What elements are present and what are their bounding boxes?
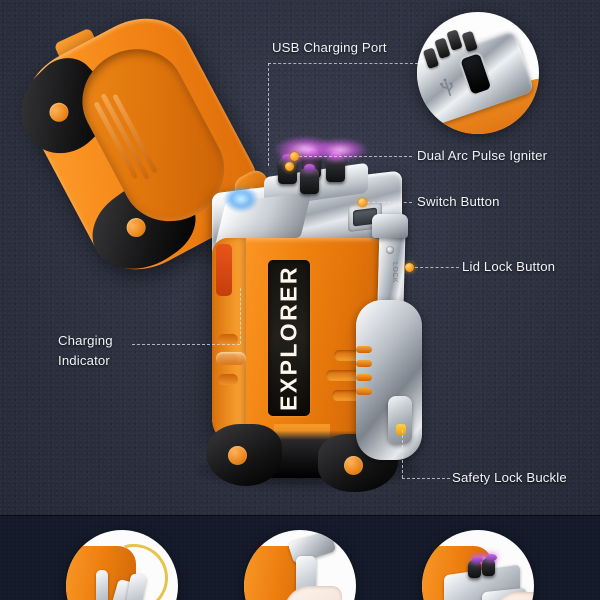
inset-chrome-top [417, 28, 535, 130]
marker-lid-lock-button [405, 263, 414, 272]
lid-lock-cap [372, 214, 408, 238]
leader-lid-lock-button [415, 267, 459, 268]
strip3-electrode-1 [468, 556, 483, 578]
strip3-electrode-2 [482, 554, 497, 576]
charging-indicator-line-2: Indicator [58, 353, 110, 369]
leader-igniter [299, 156, 412, 157]
callout-label-safety-lock-buckle: Safety Lock Buckle [452, 470, 567, 485]
strip-circle-lid-lock-press [244, 530, 356, 600]
inset-pin-3 [446, 29, 463, 51]
usb-trident-icon [433, 73, 462, 103]
grip-ridge-2 [356, 360, 372, 367]
grip-ridge-1 [356, 346, 372, 353]
base-stud-right [344, 456, 363, 475]
grip-ridge-3 [356, 374, 372, 381]
callout-label-lid-lock-button: Lid Lock Button [462, 259, 556, 274]
leader-switch-button [367, 202, 412, 203]
body-groove-left-3 [218, 374, 238, 385]
strip2-hand-icon [284, 586, 342, 600]
plasma-arc-right [312, 138, 368, 162]
callout-label-switch-button: Switch Button [417, 194, 500, 209]
chrome-igniter-head [212, 136, 402, 264]
red-accent-stripe [216, 244, 232, 296]
inset-pin-4 [461, 30, 478, 53]
leader-usb-vertical [268, 63, 269, 166]
leader-usb-horizontal [268, 63, 418, 64]
charging-indicator-line-1: Charging [58, 333, 113, 348]
brand-badge: EXPLORER [268, 260, 310, 416]
panel-divider [0, 515, 600, 516]
body-groove-1 [334, 350, 378, 361]
marker-dual-arc-pulse-igniter [290, 152, 299, 161]
callout-label-charging-indicator: Charging Indicator [58, 331, 148, 372]
usb-port-closeup-inset [417, 12, 539, 134]
brand-badge-text: EXPLORER [275, 265, 302, 411]
body-groove-2 [326, 370, 378, 381]
callout-label-usb-charging-port: USB Charging Port [272, 40, 387, 55]
strip1-lock-bar [96, 570, 108, 600]
lighter-body: EXPLORER [206, 238, 398, 492]
marker-usb-charging-port [285, 162, 294, 171]
leader-safety-lock-buckle-vertical [402, 430, 403, 478]
marker-switch-button [358, 198, 367, 207]
strip3-hand-icon [494, 592, 534, 600]
electrode-cluster [274, 136, 374, 194]
leader-charging-indicator-vertical [240, 288, 241, 344]
leader-safety-lock-buckle [402, 478, 450, 479]
lock-screw-top [386, 246, 394, 254]
grip-ridge-4 [356, 388, 372, 395]
body-groove-left-1 [218, 334, 238, 345]
base-stud-left [228, 446, 247, 465]
lock-engraving: LOCK [391, 262, 398, 284]
buckle-marker [396, 424, 406, 435]
electrode-4 [300, 164, 319, 194]
charging-indicator-lens [216, 352, 246, 365]
callout-label-dual-arc-pulse-igniter: Dual Arc Pulse Igniter [417, 148, 548, 163]
body-groove-3 [332, 390, 378, 401]
leader-charging-indicator [132, 344, 240, 345]
lighter-illustration: EXPLORER LOCK [1, 0, 422, 492]
led-indicator-glow [224, 186, 258, 212]
buckle-latch-pad [388, 396, 412, 444]
